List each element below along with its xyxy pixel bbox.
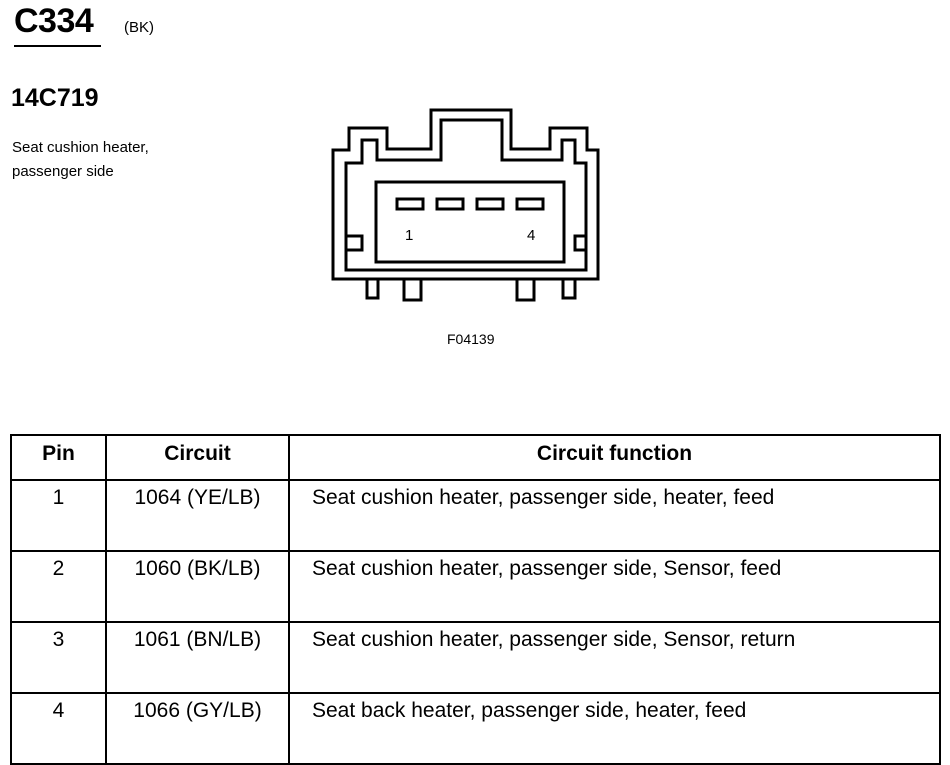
leg-2 (402, 279, 423, 302)
function-cell: Seat back heater, passenger side, heater… (288, 692, 941, 765)
terminal-4 (515, 197, 545, 211)
circuit-cell: 1060 (BK/LB) (105, 550, 290, 623)
header-function: Circuit function (288, 434, 941, 481)
connector-face-diagram (331, 108, 600, 302)
function-cell: Seat cushion heater, passenger side, hea… (288, 479, 941, 552)
table-row: 1 1064 (YE/LB) Seat cushion heater, pass… (10, 479, 941, 552)
description-line-1: Seat cushion heater, (12, 139, 149, 156)
leg-4 (561, 279, 577, 300)
function-cell: Seat cushion heater, passenger side, Sen… (288, 621, 941, 694)
table-row: 4 1066 (GY/LB) Seat back heater, passeng… (10, 692, 941, 765)
connector-id-underline (14, 45, 101, 47)
terminal-2 (435, 197, 465, 211)
function-cell: Seat cushion heater, passenger side, Sen… (288, 550, 941, 623)
connector-cavity (374, 180, 566, 264)
description-line-2: passenger side (12, 163, 114, 180)
figure-code: F04139 (447, 331, 495, 347)
connector-color-code: (BK) (124, 19, 154, 36)
pin-cell: 1 (10, 479, 107, 552)
header-pin: Pin (10, 434, 107, 481)
right-latch (573, 234, 586, 252)
part-number: 14C719 (11, 84, 99, 112)
table-header-row: Pin Circuit Circuit function (10, 434, 941, 481)
circuit-cell: 1066 (GY/LB) (105, 692, 290, 765)
pin-table: Pin Circuit Circuit function 1 1064 (YE/… (10, 434, 941, 765)
pin-label-last: 4 (527, 227, 536, 244)
terminal-3 (475, 197, 505, 211)
left-latch (346, 234, 364, 252)
connector-housing-outer (331, 108, 600, 281)
table-row: 2 1060 (BK/LB) Seat cushion heater, pass… (10, 550, 941, 623)
pin-label-first: 1 (405, 227, 414, 244)
pin-cell: 3 (10, 621, 107, 694)
connector-description: Seat cushion heater, passenger side (12, 136, 212, 184)
connector-id: C334 (14, 2, 94, 40)
connector-housing-inner (344, 118, 588, 272)
leg-1 (365, 279, 380, 300)
terminal-1 (395, 197, 425, 211)
circuit-cell: 1061 (BN/LB) (105, 621, 290, 694)
pin-cell: 2 (10, 550, 107, 623)
header-circuit: Circuit (105, 434, 290, 481)
leg-3 (515, 279, 536, 302)
pin-cell: 4 (10, 692, 107, 765)
table-row: 3 1061 (BN/LB) Seat cushion heater, pass… (10, 621, 941, 694)
circuit-cell: 1064 (YE/LB) (105, 479, 290, 552)
